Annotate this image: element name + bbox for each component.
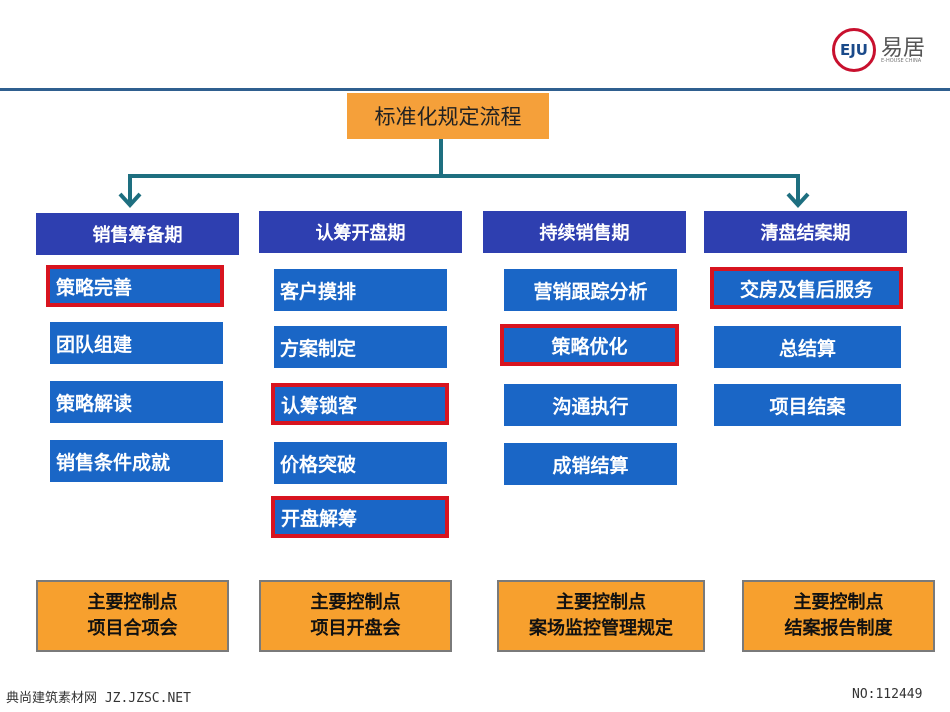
phase-header-2: 认筹开盘期 [259,211,462,253]
control-point-1: 主要控制点 项目合项会 [36,580,229,652]
control-point-2-text: 项目开盘会 [310,618,401,639]
arrow-right-icon [786,192,810,208]
control-point-3-text: 案场监控管理规定 [529,618,673,639]
eju-logo-icon: EJU [832,28,876,72]
control-point-3-title: 主要控制点 [556,592,646,613]
step-2-1: 客户摸排 [274,269,447,311]
step-4-2: 总结算 [714,326,901,368]
control-point-4-text: 结案报告制度 [784,618,893,639]
step-1-1: 策略完善 [46,265,224,307]
control-point-1-title: 主要控制点 [87,592,178,613]
control-point-3: 主要控制点 案场监控管理规定 [497,580,705,652]
arrow-left-icon [118,192,142,208]
phase-header-3: 持续销售期 [483,211,686,253]
step-3-3: 沟通执行 [504,384,677,426]
step-3-1: 营销跟踪分析 [504,269,677,311]
process-title: 标准化规定流程 [347,93,549,139]
step-4-1: 交房及售后服务 [710,267,903,309]
step-2-4: 价格突破 [274,442,447,484]
logo-name: 易居 [881,36,926,61]
footer-bar [0,676,950,712]
logo-subtitle: E-HOUSE CHINA [881,58,922,64]
step-2-5: 开盘解筹 [271,496,449,538]
step-1-3: 策略解读 [50,381,223,423]
phase-header-1: 销售筹备期 [36,213,239,255]
step-3-2: 策略优化 [500,324,679,366]
step-1-2: 团队组建 [50,322,223,364]
control-point-2: 主要控制点 项目开盘会 [259,580,452,652]
control-point-4: 主要控制点 结案报告制度 [742,580,935,652]
step-2-3: 认筹锁客 [271,383,449,425]
step-1-4: 销售条件成就 [50,440,223,482]
control-point-1-text: 项目合项会 [87,618,178,639]
control-point-4-title: 主要控制点 [793,592,884,613]
step-3-4: 成销结算 [504,443,677,485]
watermark-source: 典尚建筑素材网 JZ.JZSC.NET [6,691,191,706]
step-2-2: 方案制定 [274,326,447,368]
control-point-2-title: 主要控制点 [310,592,401,613]
phase-header-4: 清盘结案期 [704,211,907,253]
watermark-number: NO:112449 [852,687,923,702]
header-divider [0,88,950,91]
step-4-3: 项目结案 [714,384,901,426]
